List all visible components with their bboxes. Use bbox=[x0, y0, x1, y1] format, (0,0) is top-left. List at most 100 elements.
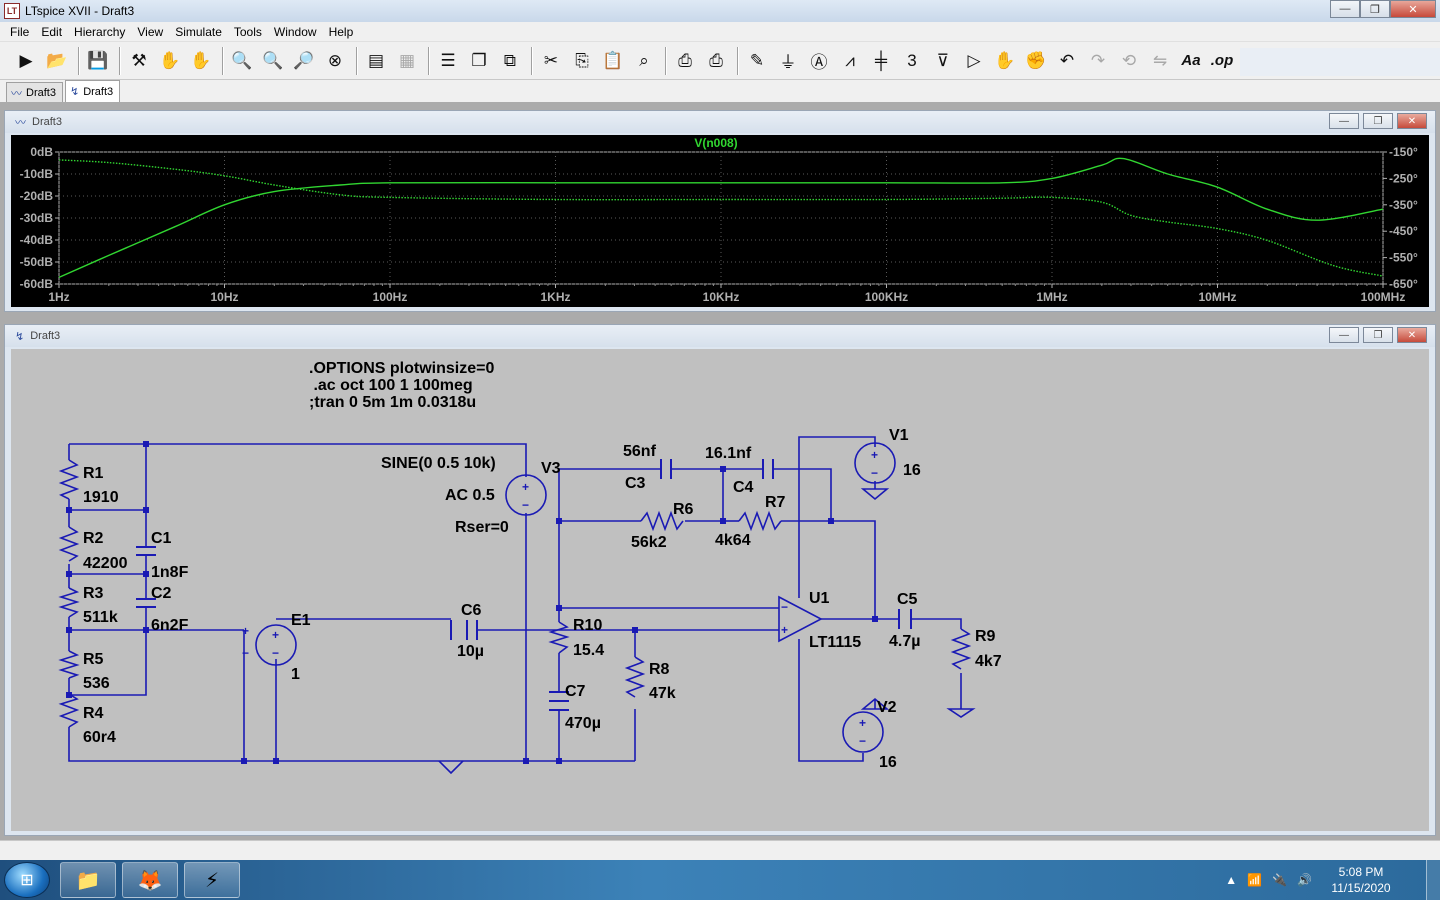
rotate-icon[interactable]: ⟲ bbox=[1121, 50, 1137, 70]
r5-value[interactable]: 536 bbox=[83, 675, 110, 692]
r6-value[interactable]: 56k2 bbox=[631, 534, 667, 551]
r4-label[interactable]: R4 bbox=[83, 705, 104, 722]
c5-value[interactable]: 4.7µ bbox=[889, 633, 920, 650]
zoom-out-icon[interactable]: 🔎 bbox=[293, 50, 315, 70]
network-icon[interactable]: 📶 bbox=[1247, 873, 1263, 887]
r2-label[interactable]: R2 bbox=[83, 530, 104, 547]
move-icon[interactable]: ✋ bbox=[994, 50, 1016, 70]
waveform-window-titlebar[interactable]: 〰 Draft3 — ❐ ✕ bbox=[5, 111, 1435, 133]
c1-label[interactable]: C1 bbox=[151, 530, 172, 547]
volume-icon[interactable]: 🔊 bbox=[1297, 873, 1312, 887]
menu-help[interactable]: Help bbox=[328, 24, 354, 39]
directive-options[interactable]: .OPTIONS plotwinsize=0 bbox=[309, 360, 494, 377]
e1-value[interactable]: 1 bbox=[291, 666, 300, 683]
print-setup-icon[interactable]: ⎙ bbox=[709, 50, 723, 70]
menu-hierarchy[interactable]: Hierarchy bbox=[74, 24, 126, 39]
save-icon[interactable]: 💾 bbox=[87, 50, 109, 70]
r9-value[interactable]: 4k7 bbox=[975, 653, 1002, 670]
trace-label[interactable]: V(n008) bbox=[694, 136, 737, 150]
tile-v-icon[interactable]: ❐ bbox=[471, 50, 487, 70]
zoom-full-icon[interactable]: 🔍 bbox=[262, 50, 284, 70]
r3-label[interactable]: R3 bbox=[83, 585, 104, 602]
r7-label[interactable]: R7 bbox=[765, 494, 786, 511]
r4-value[interactable]: 60r4 bbox=[83, 729, 116, 746]
v3-sine-spec[interactable]: SINE(0 0.5 10k) bbox=[381, 455, 496, 472]
resistor-icon[interactable]: ⩘ bbox=[845, 50, 855, 70]
v3-ac-spec[interactable]: AC 0.5 bbox=[445, 487, 495, 504]
menu-window[interactable]: Window bbox=[273, 24, 317, 39]
find-icon[interactable]: ⌕ bbox=[639, 50, 649, 70]
menu-simulate[interactable]: Simulate bbox=[175, 24, 222, 39]
show-hidden-icons-icon[interactable]: ▲ bbox=[1225, 873, 1238, 887]
r1-value[interactable]: 1910 bbox=[83, 489, 119, 506]
close-button[interactable]: ✕ bbox=[1397, 327, 1427, 343]
tile-h-icon[interactable]: ☰ bbox=[440, 50, 456, 70]
tab-schematic[interactable]: ↯ Draft3 bbox=[64, 80, 121, 102]
print-icon[interactable]: ⎙ bbox=[678, 50, 692, 70]
u1-value[interactable]: LT1115 bbox=[809, 634, 861, 651]
cut-icon[interactable]: ✂ bbox=[543, 50, 559, 70]
power-icon[interactable]: 🔌 bbox=[1272, 873, 1288, 887]
r3-value[interactable]: 511k bbox=[83, 609, 118, 626]
plot-pane[interactable]: V(n008) 0dB-10dB-20dB-30dB-40dB-50dB-60d… bbox=[11, 135, 1429, 307]
redo-icon[interactable]: ↷ bbox=[1090, 50, 1106, 70]
c6-value[interactable]: 10µ bbox=[457, 643, 484, 660]
ltspice-taskbar-icon[interactable]: ⚡ bbox=[184, 862, 240, 898]
start-button[interactable]: ⊞ bbox=[4, 862, 50, 898]
r10-label[interactable]: R10 bbox=[573, 617, 602, 634]
c4-label[interactable]: C4 bbox=[733, 479, 754, 496]
phase-trace[interactable] bbox=[58, 159, 1384, 277]
menu-view[interactable]: View bbox=[137, 24, 164, 39]
halt-icon[interactable]: ✋ bbox=[159, 50, 181, 70]
v2-label[interactable]: V2 bbox=[877, 699, 897, 716]
schematic-drawing[interactable]: +− +− +− +− +− −+ bbox=[11, 349, 1429, 831]
directive-ac[interactable]: .ac oct 100 1 100meg bbox=[309, 377, 473, 394]
text-icon[interactable]: Aa bbox=[1181, 52, 1201, 69]
schematic-canvas[interactable]: +− +− +− +− +− −+ bbox=[11, 349, 1429, 831]
run-icon[interactable]: ▶ bbox=[19, 50, 33, 70]
copy-icon[interactable]: ⎘ bbox=[575, 50, 589, 70]
minimize-button[interactable]: — bbox=[1329, 113, 1359, 129]
c4-value[interactable]: 16.1nf bbox=[705, 445, 752, 462]
file-explorer-taskbar-icon[interactable]: 📁 bbox=[60, 862, 116, 898]
show-desktop-button[interactable] bbox=[1426, 860, 1440, 900]
diode-icon[interactable]: ⊽ bbox=[936, 50, 950, 70]
drag-icon[interactable]: ✊ bbox=[1025, 50, 1047, 70]
c5-label[interactable]: C5 bbox=[897, 591, 918, 608]
directive-tran[interactable]: ;tran 0 5m 1m 0.0318u bbox=[309, 394, 476, 411]
c6-label[interactable]: C6 bbox=[461, 602, 482, 619]
clock[interactable]: 5:08 PM 11/15/2020 bbox=[1322, 864, 1400, 896]
r9-label[interactable]: R9 bbox=[975, 628, 996, 645]
capacitor-icon[interactable]: ╪ bbox=[874, 50, 888, 70]
schematic-window-titlebar[interactable]: ↯ Draft3 — ❐ ✕ bbox=[5, 325, 1435, 347]
spice-directive-icon[interactable]: .op bbox=[1210, 52, 1234, 69]
c7-label[interactable]: C7 bbox=[565, 683, 586, 700]
label-icon[interactable]: Ⓐ bbox=[810, 53, 828, 72]
autorange-icon[interactable]: ▤ bbox=[367, 50, 385, 70]
r5-label[interactable]: R5 bbox=[83, 651, 104, 668]
cascade-icon[interactable]: ⧉ bbox=[503, 50, 517, 70]
firefox-taskbar-icon[interactable]: 🦊 bbox=[122, 862, 178, 898]
paste-icon[interactable]: 📋 bbox=[602, 50, 624, 70]
open-icon[interactable]: 📂 bbox=[46, 50, 68, 70]
v1-label[interactable]: V1 bbox=[889, 427, 909, 444]
r1-label[interactable]: R1 bbox=[83, 465, 104, 482]
close-button[interactable]: ✕ bbox=[1390, 0, 1436, 18]
v2-value[interactable]: 16 bbox=[879, 754, 897, 771]
restore-button[interactable]: ❐ bbox=[1363, 327, 1393, 343]
ground-icon[interactable]: ⏚ bbox=[779, 53, 797, 72]
v1-value[interactable]: 16 bbox=[903, 462, 921, 479]
zoom-cancel-icon[interactable]: ⊗ bbox=[327, 50, 343, 70]
bode-plot[interactable]: V(n008) 0dB-10dB-20dB-30dB-40dB-50dB-60d… bbox=[11, 135, 1429, 307]
r8-value[interactable]: 47k bbox=[649, 685, 676, 702]
v3-rser[interactable]: Rser=0 bbox=[455, 519, 509, 536]
tab-waveform[interactable]: 〰 Draft3 bbox=[6, 82, 63, 102]
r8-label[interactable]: R8 bbox=[649, 661, 670, 678]
mirror-icon[interactable]: ⇋ bbox=[1152, 50, 1168, 70]
r7-value[interactable]: 4k64 bbox=[715, 532, 751, 549]
wire-icon[interactable]: ✎ bbox=[749, 50, 765, 70]
component-icon[interactable]: ▷ bbox=[967, 50, 981, 70]
c3-value[interactable]: 56nf bbox=[623, 443, 657, 460]
c7-value[interactable]: 470µ bbox=[565, 715, 601, 732]
magnitude-trace[interactable] bbox=[58, 157, 1384, 279]
